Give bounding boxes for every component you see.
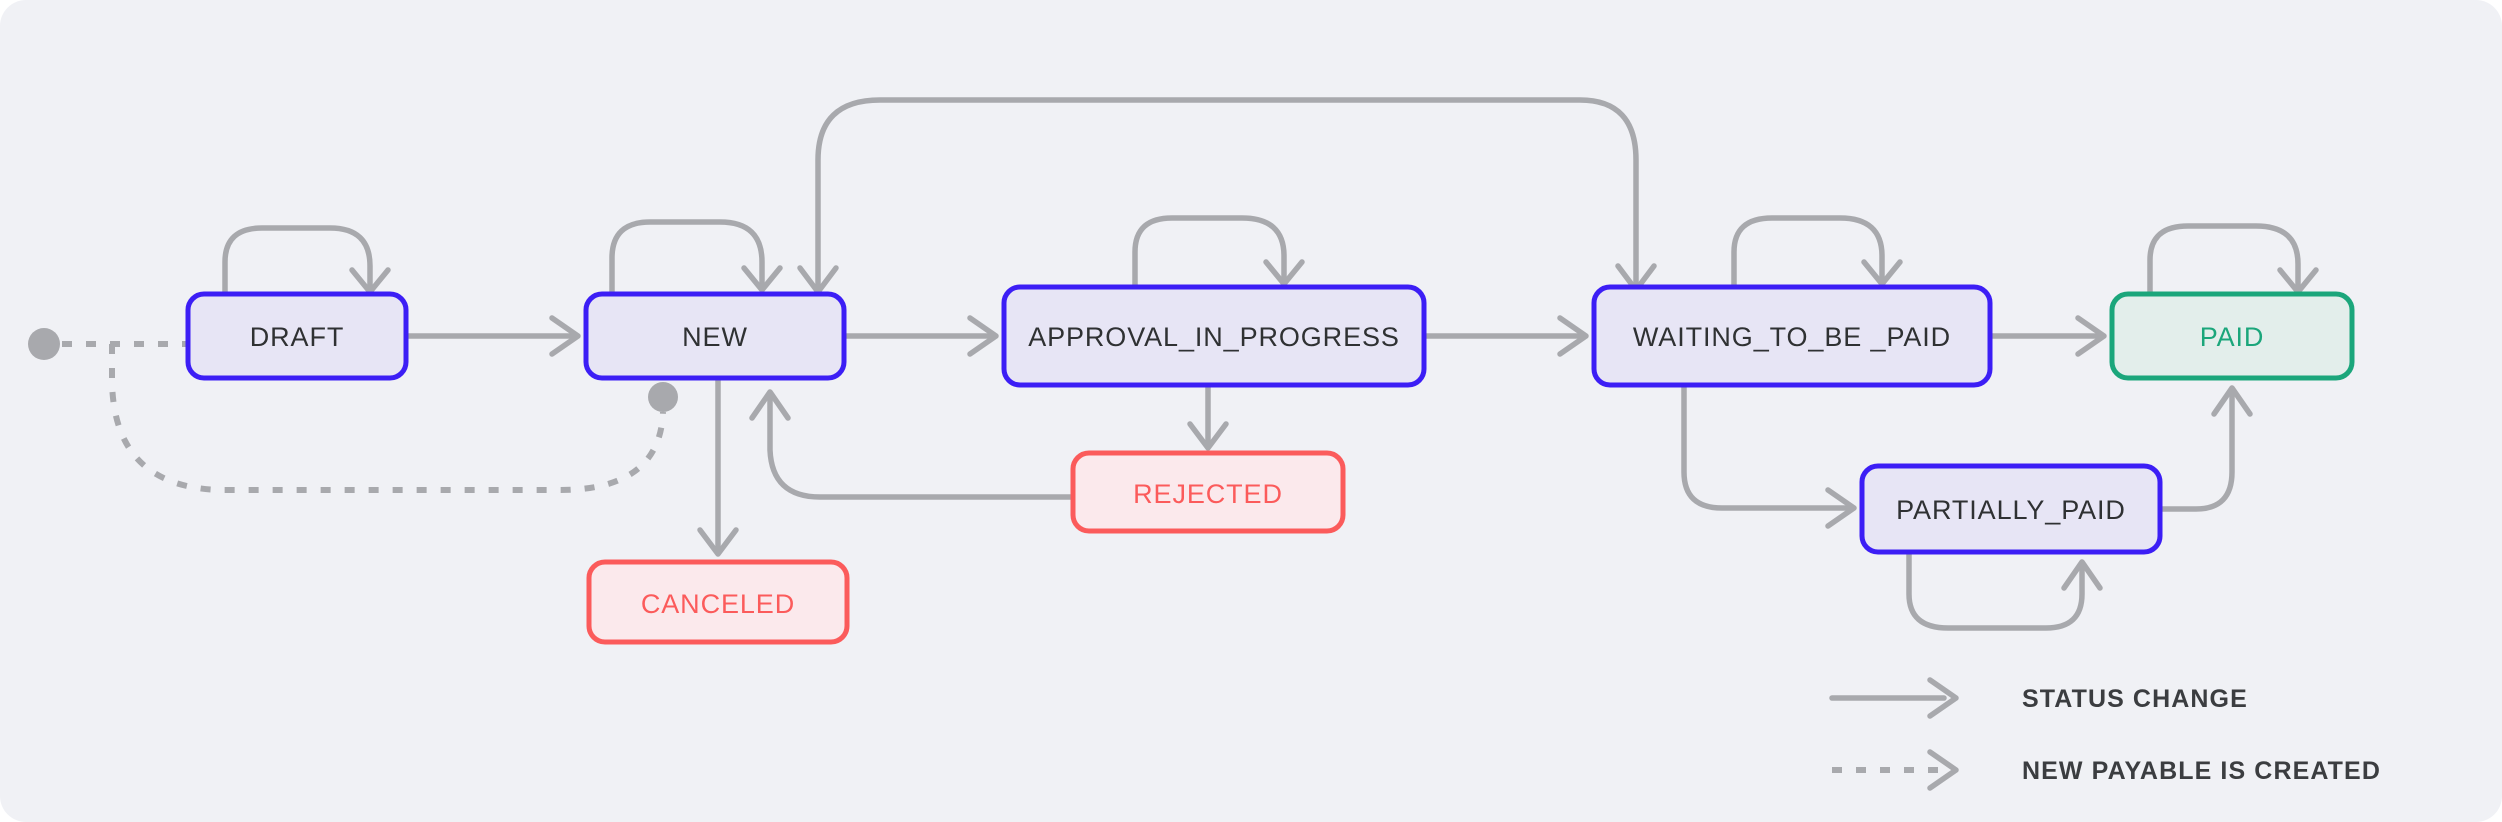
edge-new-to-canceled: [697, 377, 739, 557]
node-partially-paid[interactable]: PARTIALLY_PAID: [1859, 463, 2163, 555]
edge-waiting-to-partially: [1681, 382, 1857, 529]
edge-waiting-back-to-new: [797, 97, 1657, 295]
edge-partially-self-loop: [1906, 549, 2103, 631]
edge-waiting-to-paid: [1987, 315, 2107, 357]
start-markers-layer: [28, 328, 678, 412]
node-paid[interactable]: PAID: [2109, 291, 2355, 381]
node-partially-paid-box[interactable]: [1859, 463, 2163, 555]
node-approval-in-progress[interactable]: APPROVAL_IN_PROGRESS: [1001, 284, 1427, 388]
legend-dotted-arrow-head: [1927, 749, 1959, 791]
node-paid-box[interactable]: [2109, 291, 2355, 381]
start-dot-draft: [28, 328, 60, 360]
node-rejected-box[interactable]: [1070, 450, 1346, 534]
legend: STATUS CHANGE NEW PAYABLE IS CREATED: [1829, 677, 2381, 791]
node-new[interactable]: NEW: [583, 291, 847, 381]
edge-new-self-loop: [609, 219, 783, 297]
edge-approval-to-rejected: [1187, 382, 1229, 451]
edge-new-to-approval: [841, 315, 999, 357]
node-draft-label: DRAFT: [250, 322, 345, 352]
edge-paid-self-loop: [2147, 223, 2319, 297]
node-canceled[interactable]: CANCELED: [586, 559, 850, 645]
nodes-layer: DRAFT NEW APPROVAL_IN_PROGRESS WAITING_T…: [185, 284, 2355, 645]
node-new-box[interactable]: [583, 291, 847, 381]
edge-approval-self-loop: [1132, 215, 1305, 290]
node-waiting-to-be-paid[interactable]: WAITING_TO_BE _PAID: [1591, 284, 1993, 388]
legend-item-new-payable: NEW PAYABLE IS CREATED: [1832, 749, 2381, 791]
node-partially-paid-label: PARTIALLY_PAID: [1896, 495, 2126, 525]
node-rejected[interactable]: REJECTED: [1070, 450, 1346, 534]
edges-layer: [62, 97, 2319, 631]
edge-draft-to-new: [403, 315, 581, 357]
node-rejected-label: REJECTED: [1133, 479, 1283, 509]
edge-partially-to-paid: [2157, 385, 2253, 512]
node-waiting-to-be-paid-label: WAITING_TO_BE _PAID: [1633, 322, 1951, 352]
node-draft-box[interactable]: [185, 291, 409, 381]
legend-item-status-change: STATUS CHANGE: [1829, 677, 2248, 719]
edge-draft-self-loop: [222, 225, 391, 297]
legend-status-change-label: STATUS CHANGE: [2022, 685, 2248, 713]
legend-solid-arrow-head: [1927, 677, 1959, 719]
edge-waiting-self-loop: [1731, 215, 1903, 290]
node-approval-in-progress-label: APPROVAL_IN_PROGRESS: [1028, 322, 1400, 352]
edge-rejected-back-to-new: [749, 389, 1076, 500]
node-canceled-label: CANCELED: [641, 589, 795, 619]
node-waiting-to-be-paid-box[interactable]: [1591, 284, 1993, 388]
node-approval-in-progress-box[interactable]: [1001, 284, 1427, 388]
start-dot-new: [648, 382, 678, 412]
edge-start-to-new-curve: [109, 344, 666, 493]
node-paid-label: PAID: [2200, 322, 2265, 352]
node-draft[interactable]: DRAFT: [185, 291, 409, 381]
legend-new-payable-label: NEW PAYABLE IS CREATED: [2022, 757, 2381, 785]
node-canceled-box[interactable]: [586, 559, 850, 645]
node-new-label: NEW: [682, 322, 748, 352]
edge-approval-to-waiting: [1421, 315, 1589, 357]
